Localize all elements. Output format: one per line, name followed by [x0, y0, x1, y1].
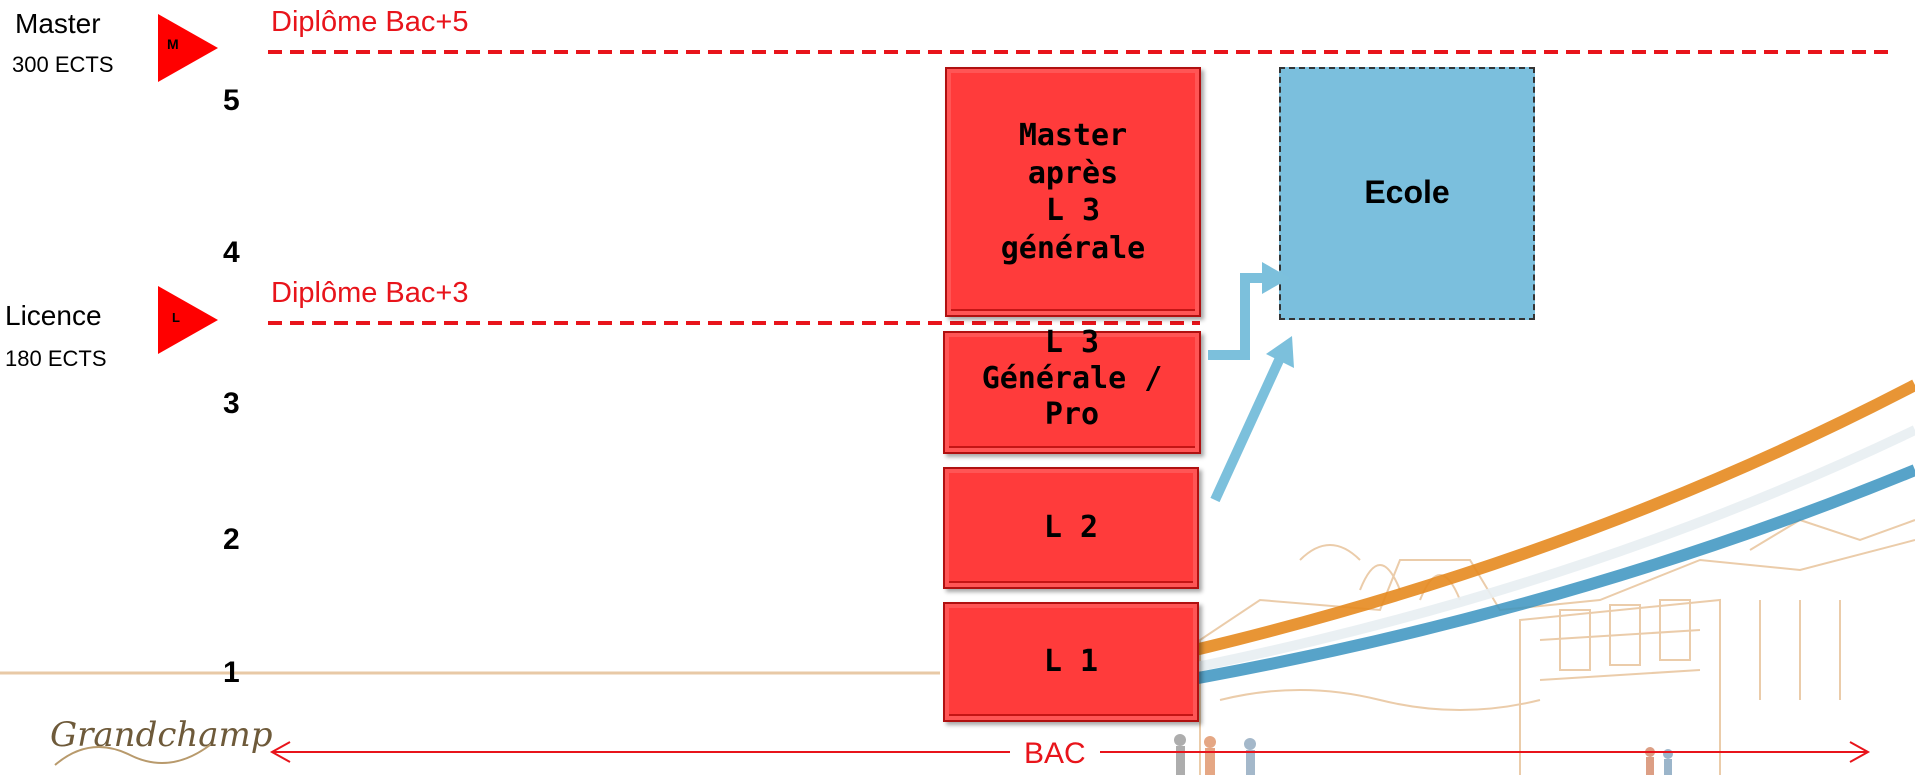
- bac-label: BAC: [1010, 737, 1100, 771]
- level-licence-ects: 180 ECTS: [5, 346, 107, 371]
- arrow-l3-head: [1262, 262, 1290, 294]
- diploma-bac3-label: Diplôme Bac+3: [271, 277, 469, 309]
- year-3: 3: [223, 387, 240, 420]
- year-1: 1: [223, 656, 240, 689]
- year-5: 5: [223, 84, 240, 117]
- diploma-bac5-line: [268, 50, 1890, 54]
- ecole-label: Ecole: [1364, 174, 1450, 210]
- licence-badge-triangle: [158, 286, 218, 354]
- swoosh-white: [1129, 425, 1915, 685]
- diploma-bac5-label: Diplôme Bac+5: [271, 6, 469, 38]
- block-l2: L 2: [943, 467, 1199, 589]
- master-badge-letter: M: [167, 36, 179, 52]
- swoosh-blue: [1129, 464, 1915, 696]
- block-l1: L 1: [943, 602, 1199, 722]
- diploma-bac3-line: [268, 321, 1200, 325]
- year-2: 2: [223, 523, 240, 556]
- ecole-box: Ecole: [1279, 67, 1535, 320]
- swoosh-orange: [1128, 379, 1915, 671]
- level-master-ects: 300 ECTS: [12, 52, 114, 77]
- arrow-l3-to-ecole: [1208, 273, 1262, 360]
- licence-badge-letter: L: [172, 310, 180, 325]
- arrow-l2-to-ecole: [1210, 355, 1285, 503]
- arrow-l2-head: [1266, 336, 1294, 368]
- level-master-name: Master: [15, 8, 101, 39]
- grandchamp-logo-mark: [54, 744, 211, 766]
- level-licence-name: Licence: [5, 300, 102, 331]
- master-badge-triangle: [158, 14, 218, 82]
- year-4: 4: [223, 236, 240, 269]
